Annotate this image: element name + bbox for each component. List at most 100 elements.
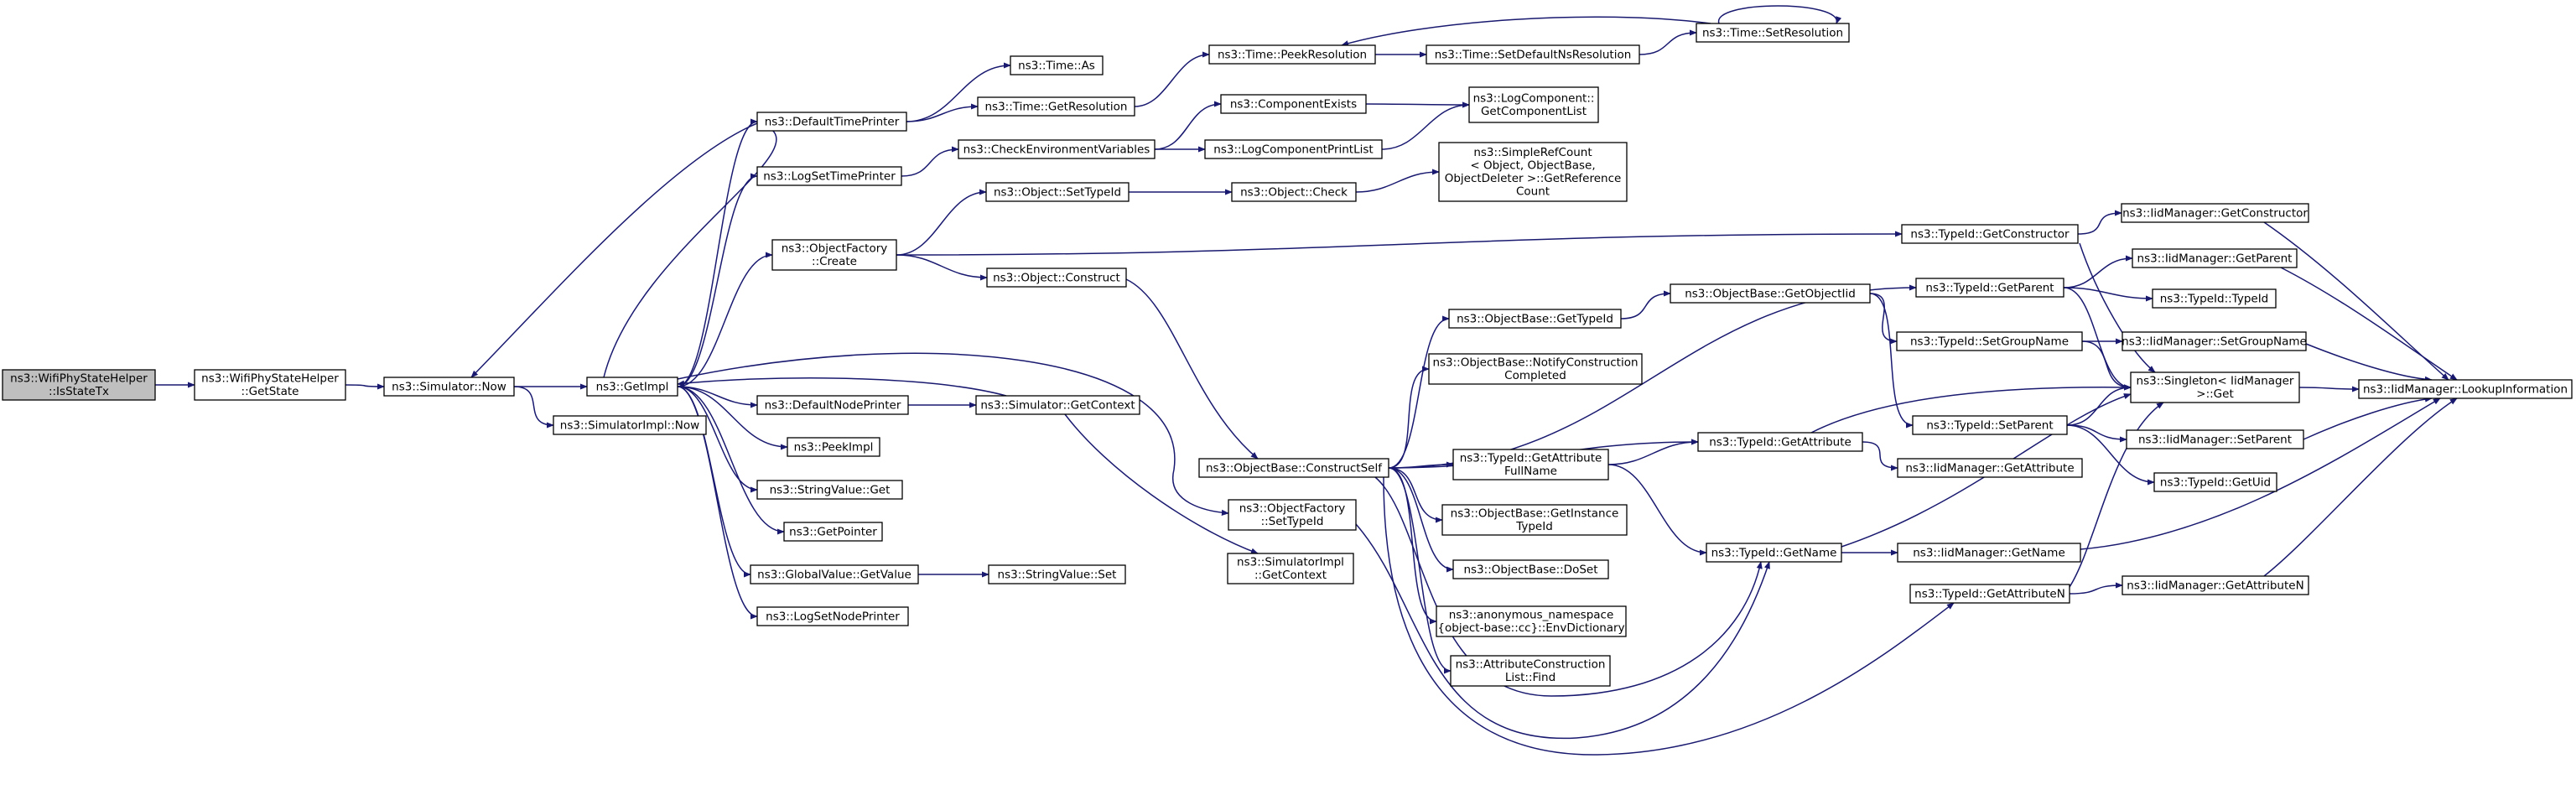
graph-node[interactable]: ns3::TypeId::TypeId	[2152, 288, 2277, 309]
node-box[interactable]	[1208, 44, 1376, 65]
graph-node[interactable]: ns3::DefaultNodePrinter	[756, 395, 909, 415]
graph-node[interactable]: ns3::CheckEnvironmentVariables	[958, 139, 1156, 159]
node-box[interactable]	[1897, 458, 2083, 478]
node-box[interactable]	[1448, 309, 1622, 329]
graph-node[interactable]: ns3::StringValue::Set	[988, 564, 1126, 584]
node-box[interactable]	[750, 564, 919, 584]
node-box[interactable]	[1901, 224, 2079, 244]
node-box[interactable]	[1909, 584, 2070, 604]
graph-node[interactable]: ns3::Object::SetTypeId	[985, 182, 1130, 202]
graph-node[interactable]: ns3::TypeId::GetUid	[2153, 472, 2277, 492]
graph-node[interactable]: ns3::DefaultTimePrinter	[756, 112, 907, 132]
node-box[interactable]	[1204, 139, 1383, 159]
graph-node[interactable]: ns3::TypeId::SetParent	[1912, 415, 2068, 435]
graph-node[interactable]: ns3::anonymous_namespace{object-base::cc…	[1436, 605, 1627, 637]
node-box[interactable]	[756, 480, 903, 500]
graph-node[interactable]: ns3::SimpleRefCount< Object, ObjectBase,…	[1438, 142, 1628, 202]
graph-node[interactable]: ns3::TypeId::GetAttribute	[1697, 432, 1863, 452]
graph-node[interactable]: ns3::Simulator::GetContext	[975, 395, 1140, 415]
graph-node[interactable]: ns3::Singleton< IidManager>::Get	[2130, 371, 2300, 403]
graph-node[interactable]: ns3::LogSetTimePrinter	[756, 166, 902, 186]
node-box[interactable]	[1426, 44, 1640, 65]
graph-node[interactable]: ns3::IidManager::GetConstructor	[2121, 203, 2309, 223]
node-box[interactable]	[1228, 499, 1357, 531]
node-box[interactable]	[553, 415, 707, 435]
graph-node[interactable]: ns3::LogComponentPrintList	[1204, 139, 1383, 159]
node-box[interactable]	[383, 377, 515, 397]
node-box[interactable]	[977, 96, 1135, 117]
graph-node[interactable]: ns3::ObjectBase::ConstructSelf	[1198, 458, 1389, 478]
graph-node[interactable]: ns3::IidManager::SetGroupName	[2122, 331, 2307, 351]
node-box[interactable]	[787, 437, 880, 457]
node-box[interactable]	[756, 395, 909, 415]
graph-node[interactable]: ns3::IidManager::GetName	[1897, 543, 2081, 563]
graph-node[interactable]: ns3::TypeId::GetName	[1706, 543, 1842, 563]
node-box[interactable]	[1428, 353, 1643, 385]
graph-node[interactable]: ns3::Object::Construct	[986, 268, 1127, 288]
graph-node[interactable]: ns3::ObjectFactory::SetTypeId	[1228, 499, 1357, 531]
graph-node[interactable]: ns3::Time::PeekResolution	[1208, 44, 1376, 65]
graph-node[interactable]: ns3::IidManager::LookupInformation	[2358, 379, 2573, 399]
node-box[interactable]	[958, 139, 1156, 159]
node-box[interactable]	[1452, 449, 1609, 481]
graph-node[interactable]: ns3::GetPointer	[783, 522, 883, 542]
node-box[interactable]	[1436, 605, 1627, 637]
graph-node[interactable]: ns3::Time::SetDefaultNsResolution	[1426, 44, 1640, 65]
graph-node[interactable]: ns3::Time::GetResolution	[977, 96, 1135, 117]
node-box[interactable]	[1896, 331, 2083, 351]
node-box[interactable]	[1220, 94, 1367, 114]
node-box[interactable]	[2126, 429, 2304, 449]
node-box[interactable]	[1227, 553, 1354, 584]
graph-node[interactable]: ns3::IidManager::SetParent	[2126, 429, 2304, 449]
node-box[interactable]	[985, 182, 1130, 202]
node-box[interactable]	[2122, 575, 2309, 595]
node-box[interactable]	[1897, 543, 2081, 563]
node-box[interactable]	[1696, 23, 1850, 43]
node-box[interactable]	[1912, 415, 2068, 435]
node-box[interactable]	[771, 239, 897, 271]
graph-node[interactable]: ns3::WifiPhyStateHelper::IsStateTx	[2, 369, 156, 401]
node-box[interactable]	[1452, 559, 1609, 579]
graph-node[interactable]: ns3::ObjectBase::NotifyConstructionCompl…	[1428, 353, 1643, 385]
node-box[interactable]	[1670, 283, 1871, 304]
node-box[interactable]	[2153, 472, 2277, 492]
node-box[interactable]	[1450, 655, 1611, 687]
graph-node[interactable]: ns3::LogComponent::GetComponentList	[1468, 86, 1599, 123]
node-box[interactable]	[756, 112, 907, 132]
node-box[interactable]	[1231, 182, 1357, 202]
node-box[interactable]	[1441, 504, 1628, 536]
graph-node[interactable]: ns3::GlobalValue::GetValue	[750, 564, 919, 584]
graph-node[interactable]: ns3::PeekImpl	[787, 437, 880, 457]
node-box[interactable]	[756, 166, 902, 186]
node-box[interactable]	[988, 564, 1126, 584]
graph-node[interactable]: ns3::TypeId::GetParent	[1915, 278, 2064, 298]
graph-node[interactable]: ns3::ObjectBase::GetTypeId	[1448, 309, 1622, 329]
node-box[interactable]	[1438, 142, 1628, 202]
node-box[interactable]	[783, 522, 883, 542]
graph-node[interactable]: ns3::ComponentExists	[1220, 94, 1367, 114]
node-box[interactable]	[975, 395, 1140, 415]
graph-node[interactable]: ns3::IidManager::GetParent	[2132, 248, 2298, 268]
graph-node[interactable]: ns3::Object::Check	[1231, 182, 1357, 202]
node-box[interactable]	[986, 268, 1127, 288]
graph-node[interactable]: ns3::IidManager::GetAttributeN	[2122, 575, 2309, 595]
graph-node[interactable]: ns3::IidManager::GetAttribute	[1897, 458, 2083, 478]
graph-node[interactable]: ns3::StringValue::Get	[756, 480, 903, 500]
graph-node[interactable]: ns3::GetImpl	[586, 377, 678, 397]
node-box[interactable]	[2132, 248, 2298, 268]
graph-node[interactable]: ns3::TypeId::GetConstructor	[1901, 224, 2079, 244]
graph-node[interactable]: ns3::SimulatorImpl::Now	[553, 415, 707, 435]
node-box[interactable]	[2122, 331, 2307, 351]
node-box[interactable]	[1915, 278, 2064, 298]
graph-node[interactable]: ns3::WifiPhyStateHelper::GetState	[194, 369, 346, 401]
node-box[interactable]	[1706, 543, 1842, 563]
node-box[interactable]	[2, 369, 156, 401]
graph-node[interactable]: ns3::LogSetNodePrinter	[756, 606, 909, 626]
node-box[interactable]	[1010, 55, 1104, 75]
node-box[interactable]	[756, 606, 909, 626]
node-box[interactable]	[1697, 432, 1863, 452]
graph-node[interactable]: ns3::ObjectBase::DoSet	[1452, 559, 1609, 579]
